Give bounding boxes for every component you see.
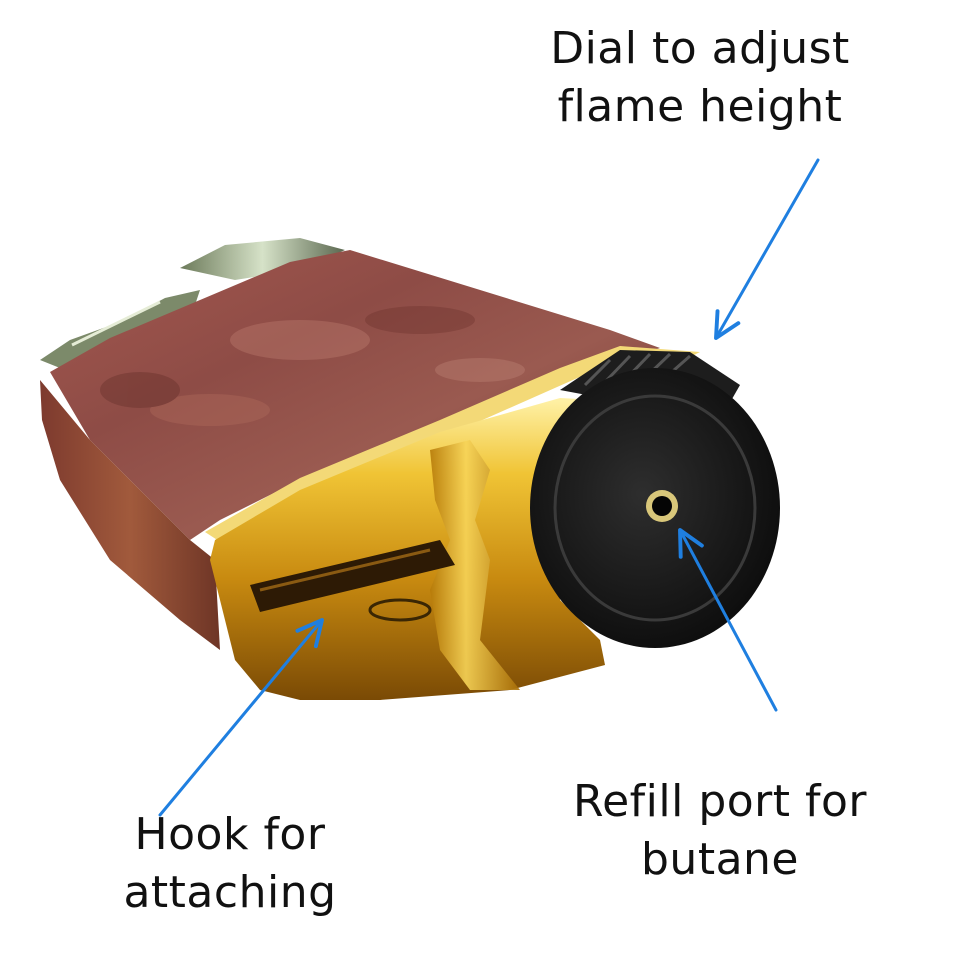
refill-arrow <box>678 528 778 712</box>
dial-callout-line2: flame height <box>557 81 843 132</box>
refill-callout-line2: butane <box>641 834 799 885</box>
logo-emblem <box>368 598 432 622</box>
dial-arrow <box>714 158 820 340</box>
hook-slot <box>250 540 455 612</box>
refill-port <box>646 490 678 522</box>
refill-callout-line1: Refill port for <box>573 776 867 827</box>
wood-top-panel <box>50 250 660 540</box>
chrome-top-cap <box>40 238 345 368</box>
dial-callout-line1: Dial to adjust <box>550 23 850 74</box>
gold-front-plate <box>430 440 520 690</box>
wood-grain <box>100 306 525 426</box>
dial-callout: Dial to adjust flame height <box>500 20 900 136</box>
wood-side-panel <box>40 380 220 650</box>
refill-callout: Refill port for butane <box>520 773 920 889</box>
hook-callout: Hook for attaching <box>70 806 390 922</box>
hook-callout-line1: Hook for <box>134 809 326 860</box>
hook-arrow <box>158 618 324 817</box>
hook-callout-line2: attaching <box>123 867 337 918</box>
